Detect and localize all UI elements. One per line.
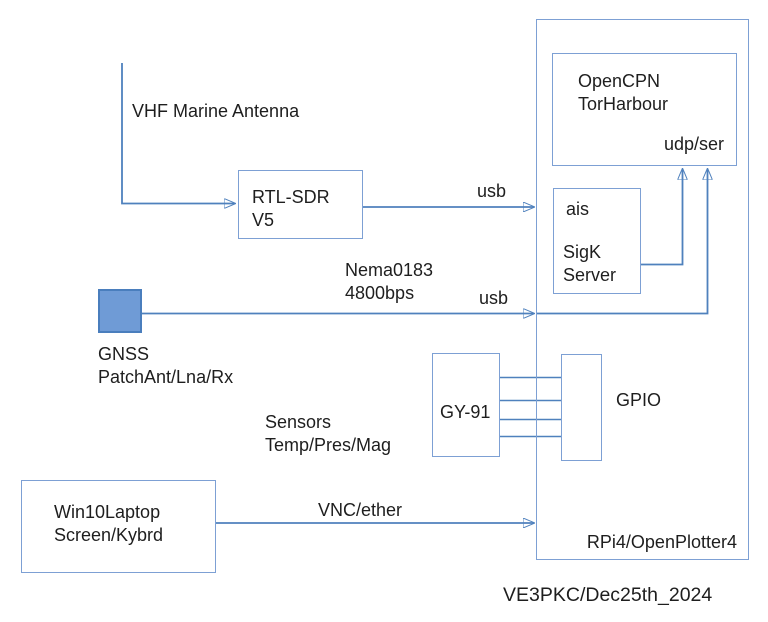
rtlsdr-box: RTL-SDR V5 [238,170,363,239]
rpi4-openplotter-label: RPi4/OpenPlotter4 [586,532,737,552]
gnss-antenna-square [98,289,142,333]
credit-caption: VE3PKC/Dec25th_2024 [503,584,713,606]
sigk-server-label: SigK Server [563,242,617,285]
vhf-antenna-label: VHF Marine Antenna [132,101,300,121]
sigk-server-box: ais SigK Server [553,188,641,294]
vnc-ether-label: VNC/ether [318,500,403,520]
rtlsdr-label: RTL-SDR V5 [252,187,330,230]
gpio-header-box [561,354,602,461]
gy91-sensor-box: GY-91 [432,353,500,457]
sensors-label: Sensors Temp/Pres/Mag [265,412,392,455]
ais-input-label: ais [566,199,590,219]
opencpn-box: OpenCPN TorHarbour udp/ser [552,53,737,166]
vhf-antenna-connector [121,63,235,204]
opencpn-label: OpenCPN TorHarbour [578,71,669,114]
gy91-label: GY-91 [440,402,491,422]
usb-label-rtlsdr: usb [477,181,507,201]
win10-laptop-label: Win10Laptop Screen/Kybrd [54,502,164,545]
gnss-antenna-label: GNSS PatchAnt/Lna/Rx [98,344,234,387]
nema0183-label: Nema0183 4800bps [345,260,434,303]
usb-label-gnss: usb [479,288,509,308]
rpi4-openplotter-box: RPi4/OpenPlotter4 [536,19,749,560]
gpio-label: GPIO [616,390,662,410]
win10-laptop-box: Win10Laptop Screen/Kybrd [21,480,216,573]
udp-ser-port-label: udp/ser [663,134,724,154]
